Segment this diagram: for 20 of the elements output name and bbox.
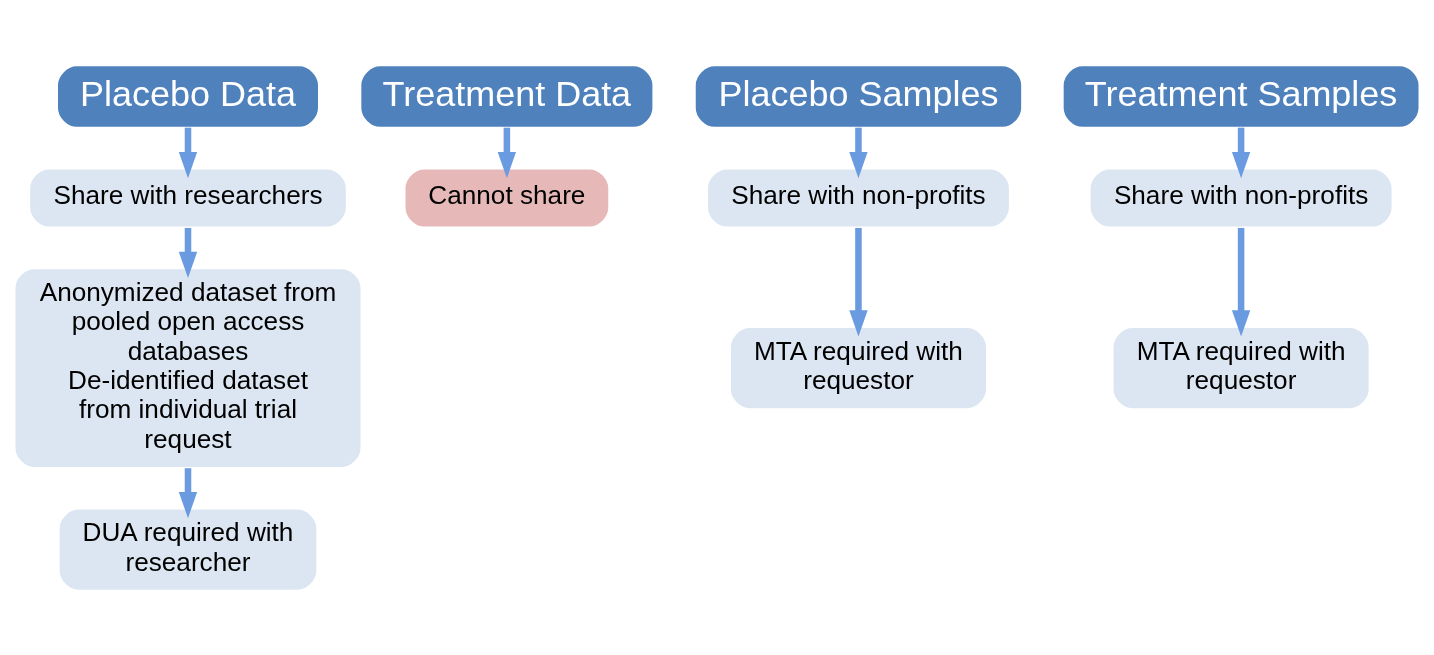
arrow: [1231, 127, 1251, 178]
arrow: [497, 127, 517, 178]
node-box: Anonymized dataset from pooled open access databases De-identified dataset from individual trial request: [13, 267, 363, 469]
arrow: [178, 227, 198, 278]
node-box: MTA required with requestor: [729, 325, 988, 410]
node-box: Share with researchers: [28, 167, 348, 228]
node-box: Treatment Samples: [1062, 64, 1421, 128]
node-box: MTA required with requestor: [1111, 325, 1371, 410]
node-box: Share with non-profits: [706, 167, 1011, 228]
arrow: [178, 127, 198, 178]
arrow: [849, 227, 868, 337]
arrow: [849, 127, 868, 178]
node-box: Placebo Samples: [694, 64, 1023, 128]
node-box: Share with non-profits: [1089, 167, 1394, 228]
node-box: Placebo Data: [56, 64, 320, 128]
node-box: Treatment Data: [359, 64, 655, 128]
arrow: [178, 467, 198, 518]
node-box: DUA required with researcher: [58, 507, 318, 591]
arrow: [1231, 227, 1251, 337]
node-box: Cannot share: [403, 167, 610, 228]
